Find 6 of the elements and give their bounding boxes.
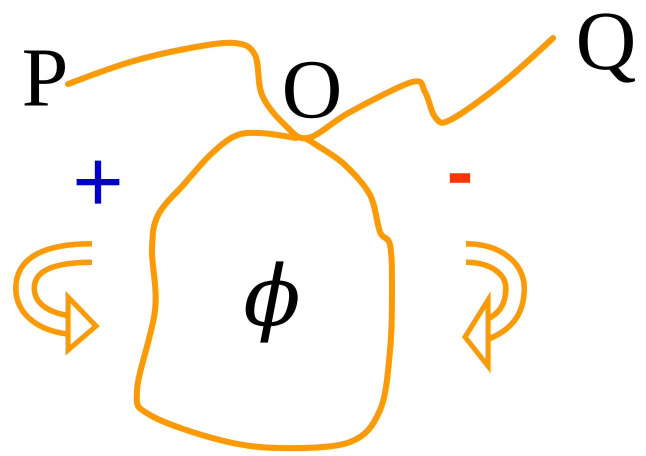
flux-symbol: ϕ — [246, 261, 298, 343]
point-label: P — [24, 50, 65, 106]
point-label: O — [285, 62, 339, 118]
sign-label: - — [450, 173, 470, 183]
point-label: Q — [579, 13, 635, 83]
sign-label: + — [76, 160, 120, 204]
